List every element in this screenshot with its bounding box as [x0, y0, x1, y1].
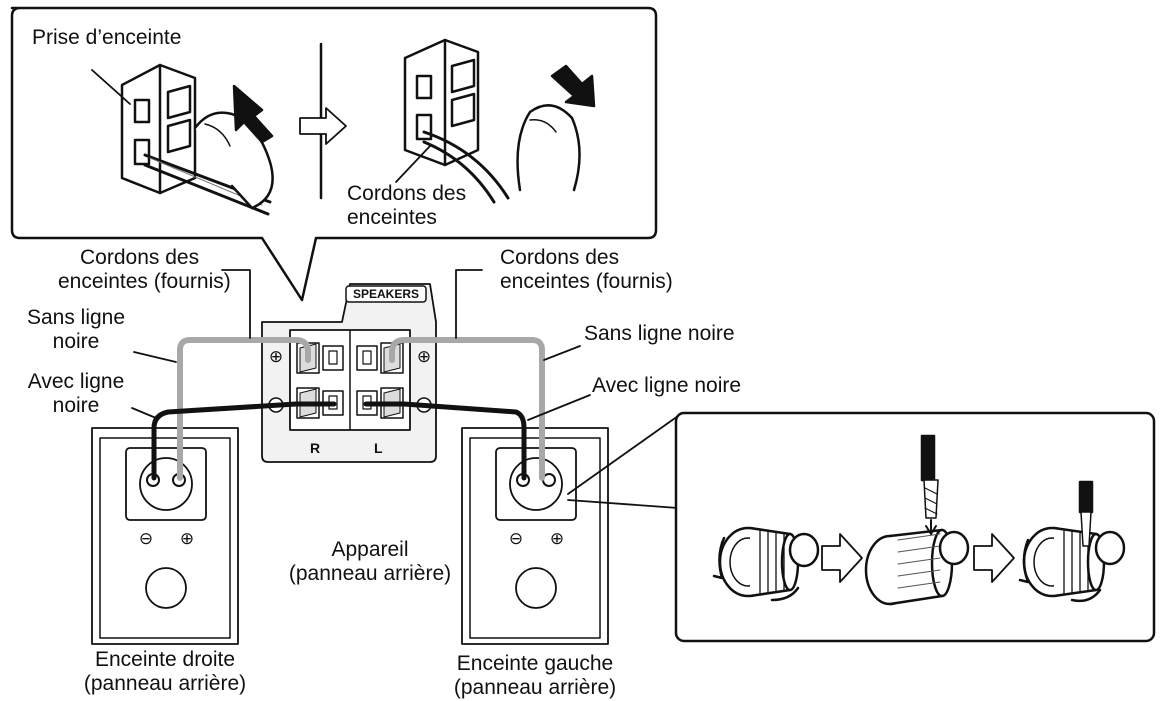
- label-unit-line2: (panneau arrière): [288, 562, 452, 585]
- label-cords-left-line1: Cordons des: [80, 246, 200, 269]
- zoom-lines: [567, 415, 679, 509]
- leader-with-line-left: [131, 407, 157, 419]
- channel-label-l: L: [374, 440, 383, 456]
- grey-wire-left-channel: [389, 337, 545, 481]
- label-inset-cords-line2: enceintes: [347, 206, 437, 229]
- label-cords-left-line2: enceintes (fournis): [58, 270, 231, 293]
- binding-post-tighten: [1018, 480, 1126, 603]
- label-no-line-left-line1: Sans ligne: [26, 306, 126, 329]
- leader-no-line-right: [543, 345, 581, 361]
- grey-wire-right-channel: [177, 337, 311, 481]
- panel-plus-symbol-left: ⊕: [269, 347, 283, 366]
- label-with-line-left-line1: Avec ligne: [27, 370, 125, 393]
- speakers-badge-frame: [345, 285, 427, 303]
- jack-release-illustration: [403, 38, 581, 204]
- leader-no-line-left: [133, 351, 177, 363]
- right-speaker-minus-symbol: ⊖: [139, 529, 153, 548]
- label-speaker-jack: Prise d’enceinte: [32, 26, 182, 49]
- label-unit-line1: Appareil: [331, 538, 409, 561]
- left-speaker-minus-symbol: ⊖: [509, 529, 523, 548]
- inset-cords-leader: [395, 145, 431, 183]
- binding-post-unscrew: [712, 526, 820, 602]
- step-arrow-icon-1: [821, 533, 863, 583]
- label-inset-cords-line1: Cordons des: [347, 182, 467, 205]
- label-with-line-left-line2: noire: [52, 394, 100, 417]
- left-speaker-cabinet: [461, 427, 609, 645]
- black-wire-right-channel: [151, 401, 337, 481]
- inset-jack-leader: [91, 69, 131, 105]
- right-speaker-cabinet: [91, 427, 239, 645]
- leader-cords-left: [221, 269, 251, 339]
- push-arrow-icon: [232, 84, 274, 144]
- label-no-line-left-line2: noire: [52, 330, 100, 353]
- label-cords-right-line2: enceintes (fournis): [500, 270, 673, 293]
- label-left-speaker-line1: Enceinte gauche: [456, 652, 614, 675]
- jack-press-illustration: [120, 63, 274, 216]
- label-no-line-right: Sans ligne noire: [584, 322, 735, 345]
- step-arrow-icon-2: [973, 533, 1015, 583]
- right-speaker-plus-symbol: ⊕: [180, 529, 194, 548]
- label-right-speaker-line2: (panneau arrière): [83, 672, 247, 695]
- channel-label-r: R: [310, 440, 321, 456]
- label-cords-right-line1: Cordons des: [500, 246, 620, 269]
- label-with-line-right: Avec ligne noire: [592, 374, 742, 397]
- next-step-arrow-icon: [299, 107, 347, 145]
- binding-post-insert-wire: [864, 434, 970, 606]
- black-wire-left-channel: [363, 401, 527, 481]
- label-left-speaker-line2: (panneau arrière): [453, 676, 617, 699]
- leader-with-line-right: [527, 394, 591, 421]
- left-speaker-plus-symbol: ⊕: [550, 529, 564, 548]
- leader-cords-right: [455, 269, 483, 339]
- panel-plus-symbol-right: ⊕: [417, 347, 431, 366]
- release-arrow-icon: [550, 64, 596, 108]
- speakers-badge-text: SPEAKERS: [352, 287, 420, 301]
- label-right-speaker-line1: Enceinte droite: [94, 648, 236, 671]
